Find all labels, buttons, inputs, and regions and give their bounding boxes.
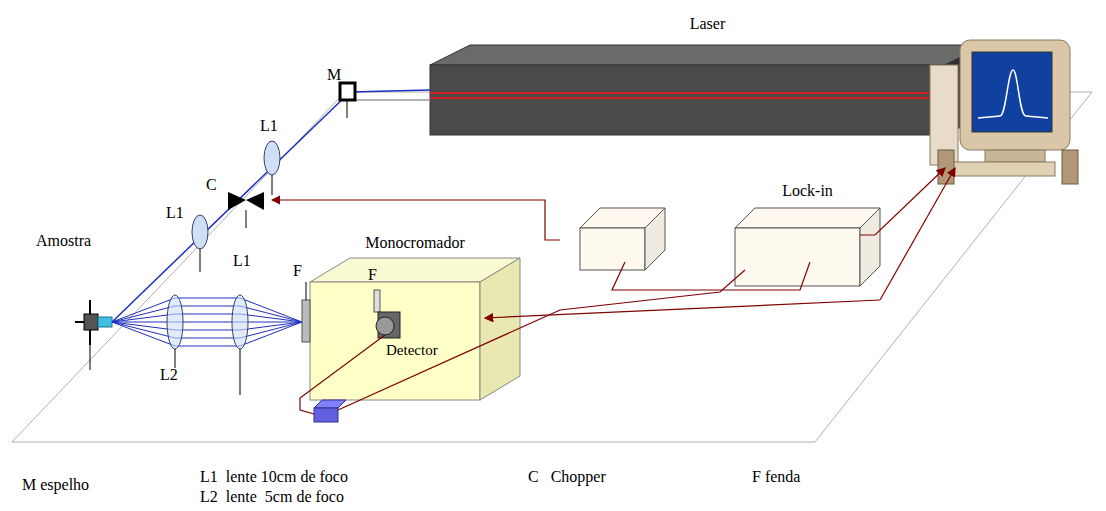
part-label: M [327,66,341,84]
part-label: Detector [386,342,438,359]
part-label: L2 [160,366,178,384]
equipment-box: Monocromador [310,258,520,400]
lock-in-body [735,208,880,286]
part-label: L1 [233,252,251,270]
computer [930,40,1078,184]
part-label: L1 [166,204,184,222]
part-label: C [206,176,217,194]
box-heading: Lock-in [735,182,880,200]
laser-body [430,45,985,135]
key-text: M espelho [22,476,89,494]
box-heading: Monocromador [310,234,520,252]
sample-holder [75,300,112,370]
equipment-box: Lock-in [735,208,880,286]
chopper-controller [580,208,665,270]
part-label: F [368,266,377,284]
monochromator-body [302,258,520,400]
key-text: L1 lente 10cm de foco [200,468,348,486]
collected-light [112,298,302,346]
part-label: F [293,262,302,280]
part-label: Amostra [36,232,91,250]
preamplifier [314,400,346,422]
key-text: L2 lente 5cm de foco [200,488,344,506]
key-text: C Chopper [528,468,606,486]
lens [167,295,248,395]
part-label: L1 [260,117,278,135]
mirror [340,83,355,118]
box-heading: Laser [430,15,985,33]
key-text: F fenda [752,468,800,486]
chopper [228,192,264,228]
signal-wire [272,168,955,414]
lens [192,141,280,272]
equipment-box: Laser [430,45,985,135]
